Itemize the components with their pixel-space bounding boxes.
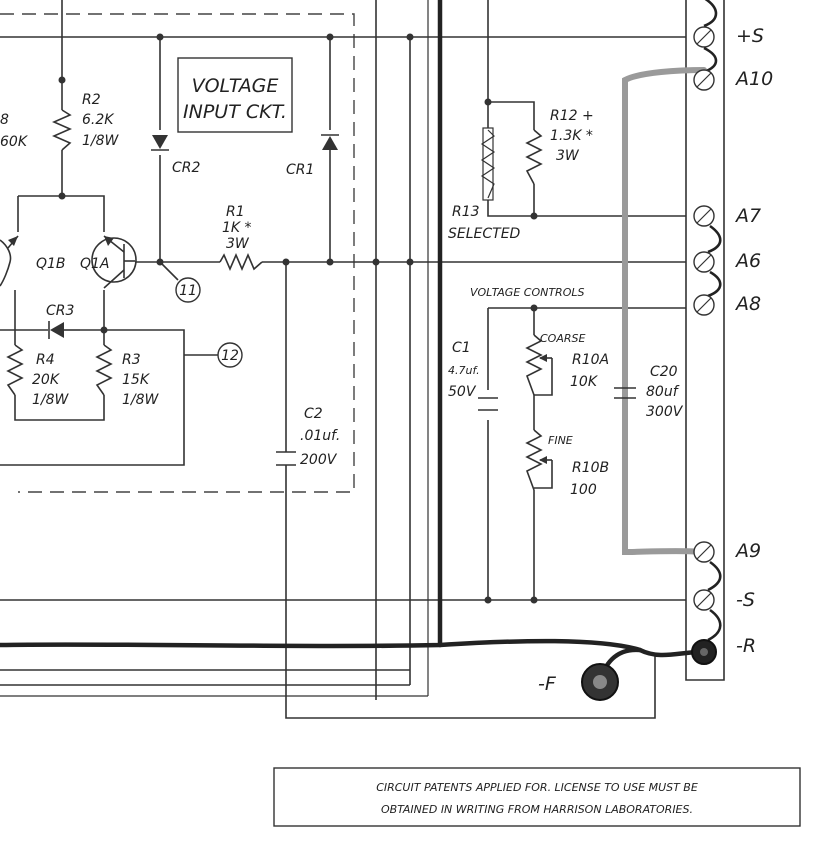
r3-rating: 1/8W <box>122 392 160 408</box>
r1-ref: R1 <box>226 204 245 220</box>
q1a-ref: Q1A <box>80 256 110 272</box>
diode-cr2: CR2 <box>151 135 201 176</box>
terminal-a8: A8 <box>693 293 761 316</box>
c1-value: 4.7uf. <box>448 364 480 377</box>
capacitor-c1: C1 4.7uf. 50V <box>448 340 498 411</box>
resistor-r3: R3 15K 1/8W <box>95 344 160 408</box>
r12-value: 1.3K * <box>550 128 593 144</box>
ground-terminal-label: -F <box>538 673 557 695</box>
potentiometer-r10b: FINE R10B 100 <box>525 429 609 498</box>
r8-ref: 8 <box>0 112 9 128</box>
c2-ref: C2 <box>304 406 323 422</box>
terminal-a8-label: A8 <box>734 293 761 315</box>
potentiometer-r10a: COARSE R10A 10K <box>525 332 609 396</box>
c20-rating: 300V <box>646 404 684 420</box>
q1b-ref: Q1B <box>36 256 66 272</box>
r13-note: SELECTED <box>448 226 521 242</box>
r13-ref: R13 <box>452 204 480 220</box>
resistor-r4: R4 20K 1/8W <box>6 344 70 408</box>
resistor-r8-partial: 8 60K <box>0 112 29 150</box>
title-line2: INPUT CKT. <box>183 101 287 123</box>
r2-value: 6.2K <box>82 112 115 128</box>
node-11: 11 <box>159 261 201 303</box>
terminal-a9-label: A9 <box>734 540 761 562</box>
r4-ref: R4 <box>36 352 55 368</box>
title-line1: VOLTAGE <box>192 75 279 97</box>
terminal-a6: A6 <box>693 250 761 298</box>
terminal-a10-label: A10 <box>734 68 773 90</box>
notice-line2: OBTAINED IN WRITING FROM HARRISON LABORA… <box>381 803 693 816</box>
resistor-r2: R2 6.2K 1/8W <box>52 76 120 151</box>
node-12: 12 <box>184 342 243 368</box>
r2-ref: R2 <box>82 92 101 108</box>
node-12-label: 12 <box>221 348 239 364</box>
r1-rating: 3W <box>226 236 250 252</box>
r10a-label: COARSE <box>540 332 585 345</box>
terminal-minus-r-label: -R <box>736 635 756 657</box>
terminal-a7-label: A7 <box>734 205 761 227</box>
cr3-ref: CR3 <box>46 303 74 319</box>
r10a-ref: R10A <box>572 352 609 368</box>
node-11-label: 11 <box>179 283 197 299</box>
r10b-value: 100 <box>570 482 597 498</box>
capacitor-c2: C2 .01uf. 200V <box>276 258 340 468</box>
c1-ref: C1 <box>452 340 471 356</box>
terminal-minus-r: -R <box>691 635 756 665</box>
notice-line1: CIRCUIT PATENTS APPLIED FOR. LICENSE TO … <box>376 781 698 794</box>
wiring <box>0 0 725 719</box>
license-notice: CIRCUIT PATENTS APPLIED FOR. LICENSE TO … <box>273 767 801 827</box>
terminal-minus-s: -S <box>693 589 755 642</box>
terminal-plus-s-label: +S <box>736 25 764 47</box>
c20-ref: C20 <box>650 364 678 380</box>
r3-ref: R3 <box>122 352 141 368</box>
r4-value: 20K <box>32 372 61 388</box>
r2-rating: 1/8W <box>82 133 120 149</box>
r12-rating: 3W <box>556 148 580 164</box>
voltage-controls-label: VOLTAGE CONTROLS <box>470 286 584 299</box>
r3-value: 15K <box>122 372 151 388</box>
c2-rating: 200V <box>300 452 338 468</box>
cr1-ref: CR1 <box>286 162 314 178</box>
capacitor-c20: C20 80uf 300V <box>614 364 684 420</box>
r10b-ref: R10B <box>572 460 609 476</box>
diode-cr1: CR1 <box>286 134 339 178</box>
terminal-plus-s: +S <box>693 0 764 48</box>
r4-rating: 1/8W <box>32 392 70 408</box>
voltage-input-boundary <box>0 13 355 493</box>
resistor-r13: R13 SELECTED <box>448 127 521 242</box>
junctions <box>58 33 538 604</box>
terminal-a9: A9 <box>693 540 761 592</box>
resistor-r1: R1 1K * 3W <box>219 204 263 272</box>
diode-cr3: CR3 <box>46 303 108 339</box>
c20-value: 80uf <box>646 384 680 400</box>
r8-value: 60K <box>0 134 29 150</box>
c2-value: .01uf. <box>300 428 340 444</box>
resistor-r12: R12 + 1.3K * 3W <box>525 108 594 185</box>
terminal-strip: +S A10 A7 A6 A8 A9 <box>691 0 773 665</box>
r10a-value: 10K <box>570 374 599 390</box>
terminal-a10: A10 <box>693 46 773 91</box>
terminal-a7: A7 <box>693 205 761 254</box>
title-box: VOLTAGE INPUT CKT. <box>177 57 293 133</box>
terminal-a6-label: A6 <box>734 250 761 272</box>
c1-rating: 50V <box>448 384 477 400</box>
r10b-label: FINE <box>548 434 573 447</box>
terminal-minus-s-label: -S <box>736 589 755 611</box>
cr2-ref: CR2 <box>172 160 201 176</box>
heavy-traces <box>0 0 707 683</box>
r12-ref: R12 + <box>550 108 594 124</box>
ground-terminal-minus-f: -F <box>538 663 619 701</box>
r1-value: 1K * <box>222 220 252 236</box>
